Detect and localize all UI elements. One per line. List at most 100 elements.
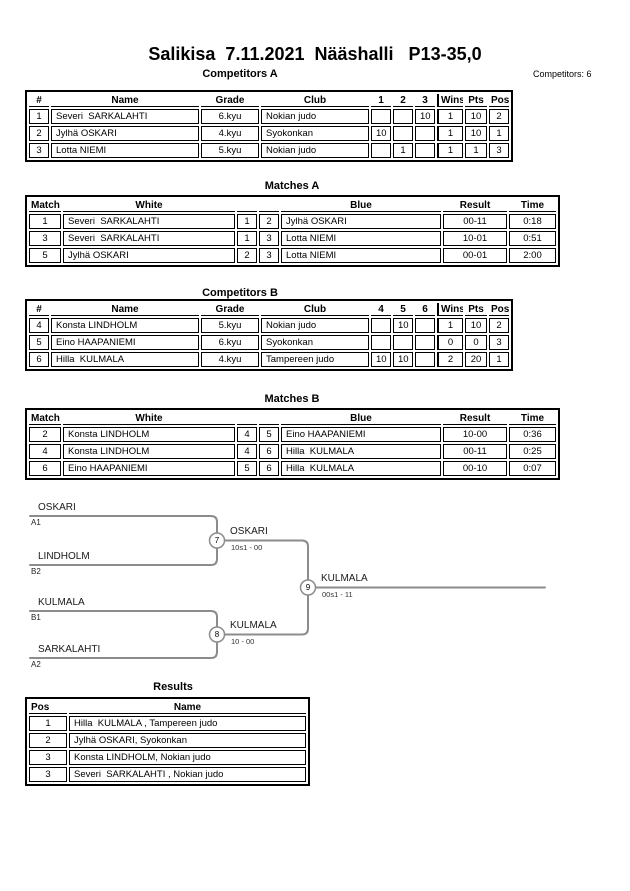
bracket-slot-name: LINDHOLM [38, 551, 90, 562]
cell-club: Tampereen judo [261, 352, 369, 367]
bracket-seed-label: A2 [31, 660, 41, 669]
col-header-pos: Pos [489, 94, 509, 107]
bracket-slot-name: KULMALA [38, 597, 85, 608]
cell-result: 00-10 [443, 461, 507, 476]
col-header-number: # [29, 303, 49, 316]
col-header-3: 3 [415, 94, 435, 107]
heading-matches-b: Matches B [264, 393, 320, 405]
cell-pos: 1 [489, 126, 509, 141]
cell-wins: 2 [437, 352, 463, 367]
cell-grade: 4.kyu [201, 126, 259, 141]
bracket-winner-name: KULMALA [230, 620, 277, 631]
table-row: 2 Jylhä OSKARI, Syokonkan [29, 733, 306, 748]
cell-score-1 [371, 143, 391, 158]
col-header-white-num [237, 412, 257, 425]
cell-club: Nokian judo [261, 143, 369, 158]
bracket-winner-name: KULMALA [321, 573, 368, 584]
page-title: Salikisa 7.11.2021 Nääshalli P13-35,0 [148, 44, 482, 64]
col-header-4: 4 [371, 303, 391, 316]
heading-results: Results [153, 681, 193, 693]
cell-time: 0:36 [509, 427, 556, 442]
cell-pts: 10 [465, 318, 487, 333]
cell-number: 3 [29, 143, 49, 158]
cell-score-3 [415, 126, 435, 141]
cell-pos: 3 [29, 767, 67, 782]
cell-wins: 1 [437, 126, 463, 141]
table-row: 4 Konsta LINDHOLM 4 6 Hilla KULMALA 00-1… [29, 444, 556, 459]
cell-pos: 3 [489, 335, 509, 350]
table-header-row: # Name Grade Club 4 5 6 Wins Pts Pos [29, 303, 509, 316]
cell-name: Severi SARKALAHTI [51, 109, 199, 124]
cell-white-num: 2 [237, 248, 257, 263]
col-header-white: White [63, 199, 235, 212]
table-row: 3 Severi SARKALAHTI 1 3 Lotta NIEMI 10-0… [29, 231, 556, 246]
cell-match: 2 [29, 427, 61, 442]
heading-competitors-a: Competitors A [202, 68, 278, 80]
table-row: 3 Lotta NIEMI 5.kyu Nokian judo 1 1 1 3 [29, 143, 509, 158]
cell-blue-num: 2 [259, 214, 279, 229]
match-node-circle-7 [208, 532, 226, 549]
col-header-6: 6 [415, 303, 435, 316]
cell-blue-num: 6 [259, 461, 279, 476]
cell-blue-num: 3 [259, 231, 279, 246]
cell-white-num: 4 [237, 444, 257, 459]
table-row: 3 Konsta LINDHOLM, Nokian judo [29, 750, 306, 765]
table-row: 5 Jylhä OSKARI 2 3 Lotta NIEMI 00-01 2:0… [29, 248, 556, 263]
cell-club: Syokonkan [261, 126, 369, 141]
cell-time: 0:51 [509, 231, 556, 246]
col-header-name: Name [51, 303, 199, 316]
cell-pts: 1 [465, 143, 487, 158]
cell-name: Severi SARKALAHTI , Nokian judo [69, 767, 306, 782]
cell-score-4 [371, 318, 391, 333]
col-header-white-num [237, 199, 257, 212]
cell-score-1: 10 [371, 126, 391, 141]
col-header-pts: Pts [465, 94, 487, 107]
cell-white: Eino HAAPANIEMI [63, 461, 235, 476]
cell-pos: 2 [489, 109, 509, 124]
cell-number: 6 [29, 352, 49, 367]
results-table: Pos Name 1 Hilla KULMALA , Tampereen jud… [25, 697, 310, 786]
matches-b-table: Match White Blue Result Time 2 Konsta LI… [25, 408, 560, 480]
cell-pos: 2 [489, 318, 509, 333]
cell-score-4 [371, 335, 391, 350]
table-row: 1 Severi SARKALAHTI 1 2 Jylhä OSKARI 00-… [29, 214, 556, 229]
cell-white: Jylhä OSKARI [63, 248, 235, 263]
table-row: 4 Konsta LINDHOLM 5.kyu Nokian judo 10 1… [29, 318, 509, 333]
col-header-wins: Wins [437, 303, 463, 316]
table-header-row: # Name Grade Club 1 2 3 Wins Pts Pos [29, 94, 509, 107]
cell-name: Lotta NIEMI [51, 143, 199, 158]
cell-result: 10-01 [443, 231, 507, 246]
col-header-wins: Wins [437, 94, 463, 107]
cell-time: 0:07 [509, 461, 556, 476]
cell-grade: 5.kyu [201, 318, 259, 333]
cell-white-num: 1 [237, 231, 257, 246]
cell-blue-num: 3 [259, 248, 279, 263]
cell-wins: 0 [437, 335, 463, 350]
bracket-lines [29, 515, 546, 659]
match-node-number: 8 [214, 630, 220, 639]
cell-score-1 [371, 109, 391, 124]
table-row: 2 Konsta LINDHOLM 4 5 Eino HAAPANIEMI 10… [29, 427, 556, 442]
cell-wins: 1 [437, 109, 463, 124]
cell-score-2: 1 [393, 143, 413, 158]
bracket-slot-name: OSKARI [38, 502, 76, 513]
cell-grade: 6.kyu [201, 109, 259, 124]
cell-score-6 [415, 318, 435, 333]
col-header-grade: Grade [201, 303, 259, 316]
col-header-pos: Pos [489, 303, 509, 316]
cell-result: 00-01 [443, 248, 507, 263]
match-node-number: 9 [305, 583, 311, 592]
bracket-seed-label: B2 [31, 567, 41, 576]
col-header-pts: Pts [465, 303, 487, 316]
cell-time: 2:00 [509, 248, 556, 263]
col-header-time: Time [509, 412, 556, 425]
cell-club: Nokian judo [261, 109, 369, 124]
cell-blue: Lotta NIEMI [281, 231, 441, 246]
cell-white: Severi SARKALAHTI [63, 231, 235, 246]
bracket-winner-name: OSKARI [230, 526, 268, 537]
cell-pts: 0 [465, 335, 487, 350]
col-header-name: Name [51, 94, 199, 107]
elimination-bracket: OSKARI A1 LINDHOLM B2 KULMALA B1 SARKALA… [0, 495, 630, 680]
cell-score-2 [393, 109, 413, 124]
cell-pts: 20 [465, 352, 487, 367]
